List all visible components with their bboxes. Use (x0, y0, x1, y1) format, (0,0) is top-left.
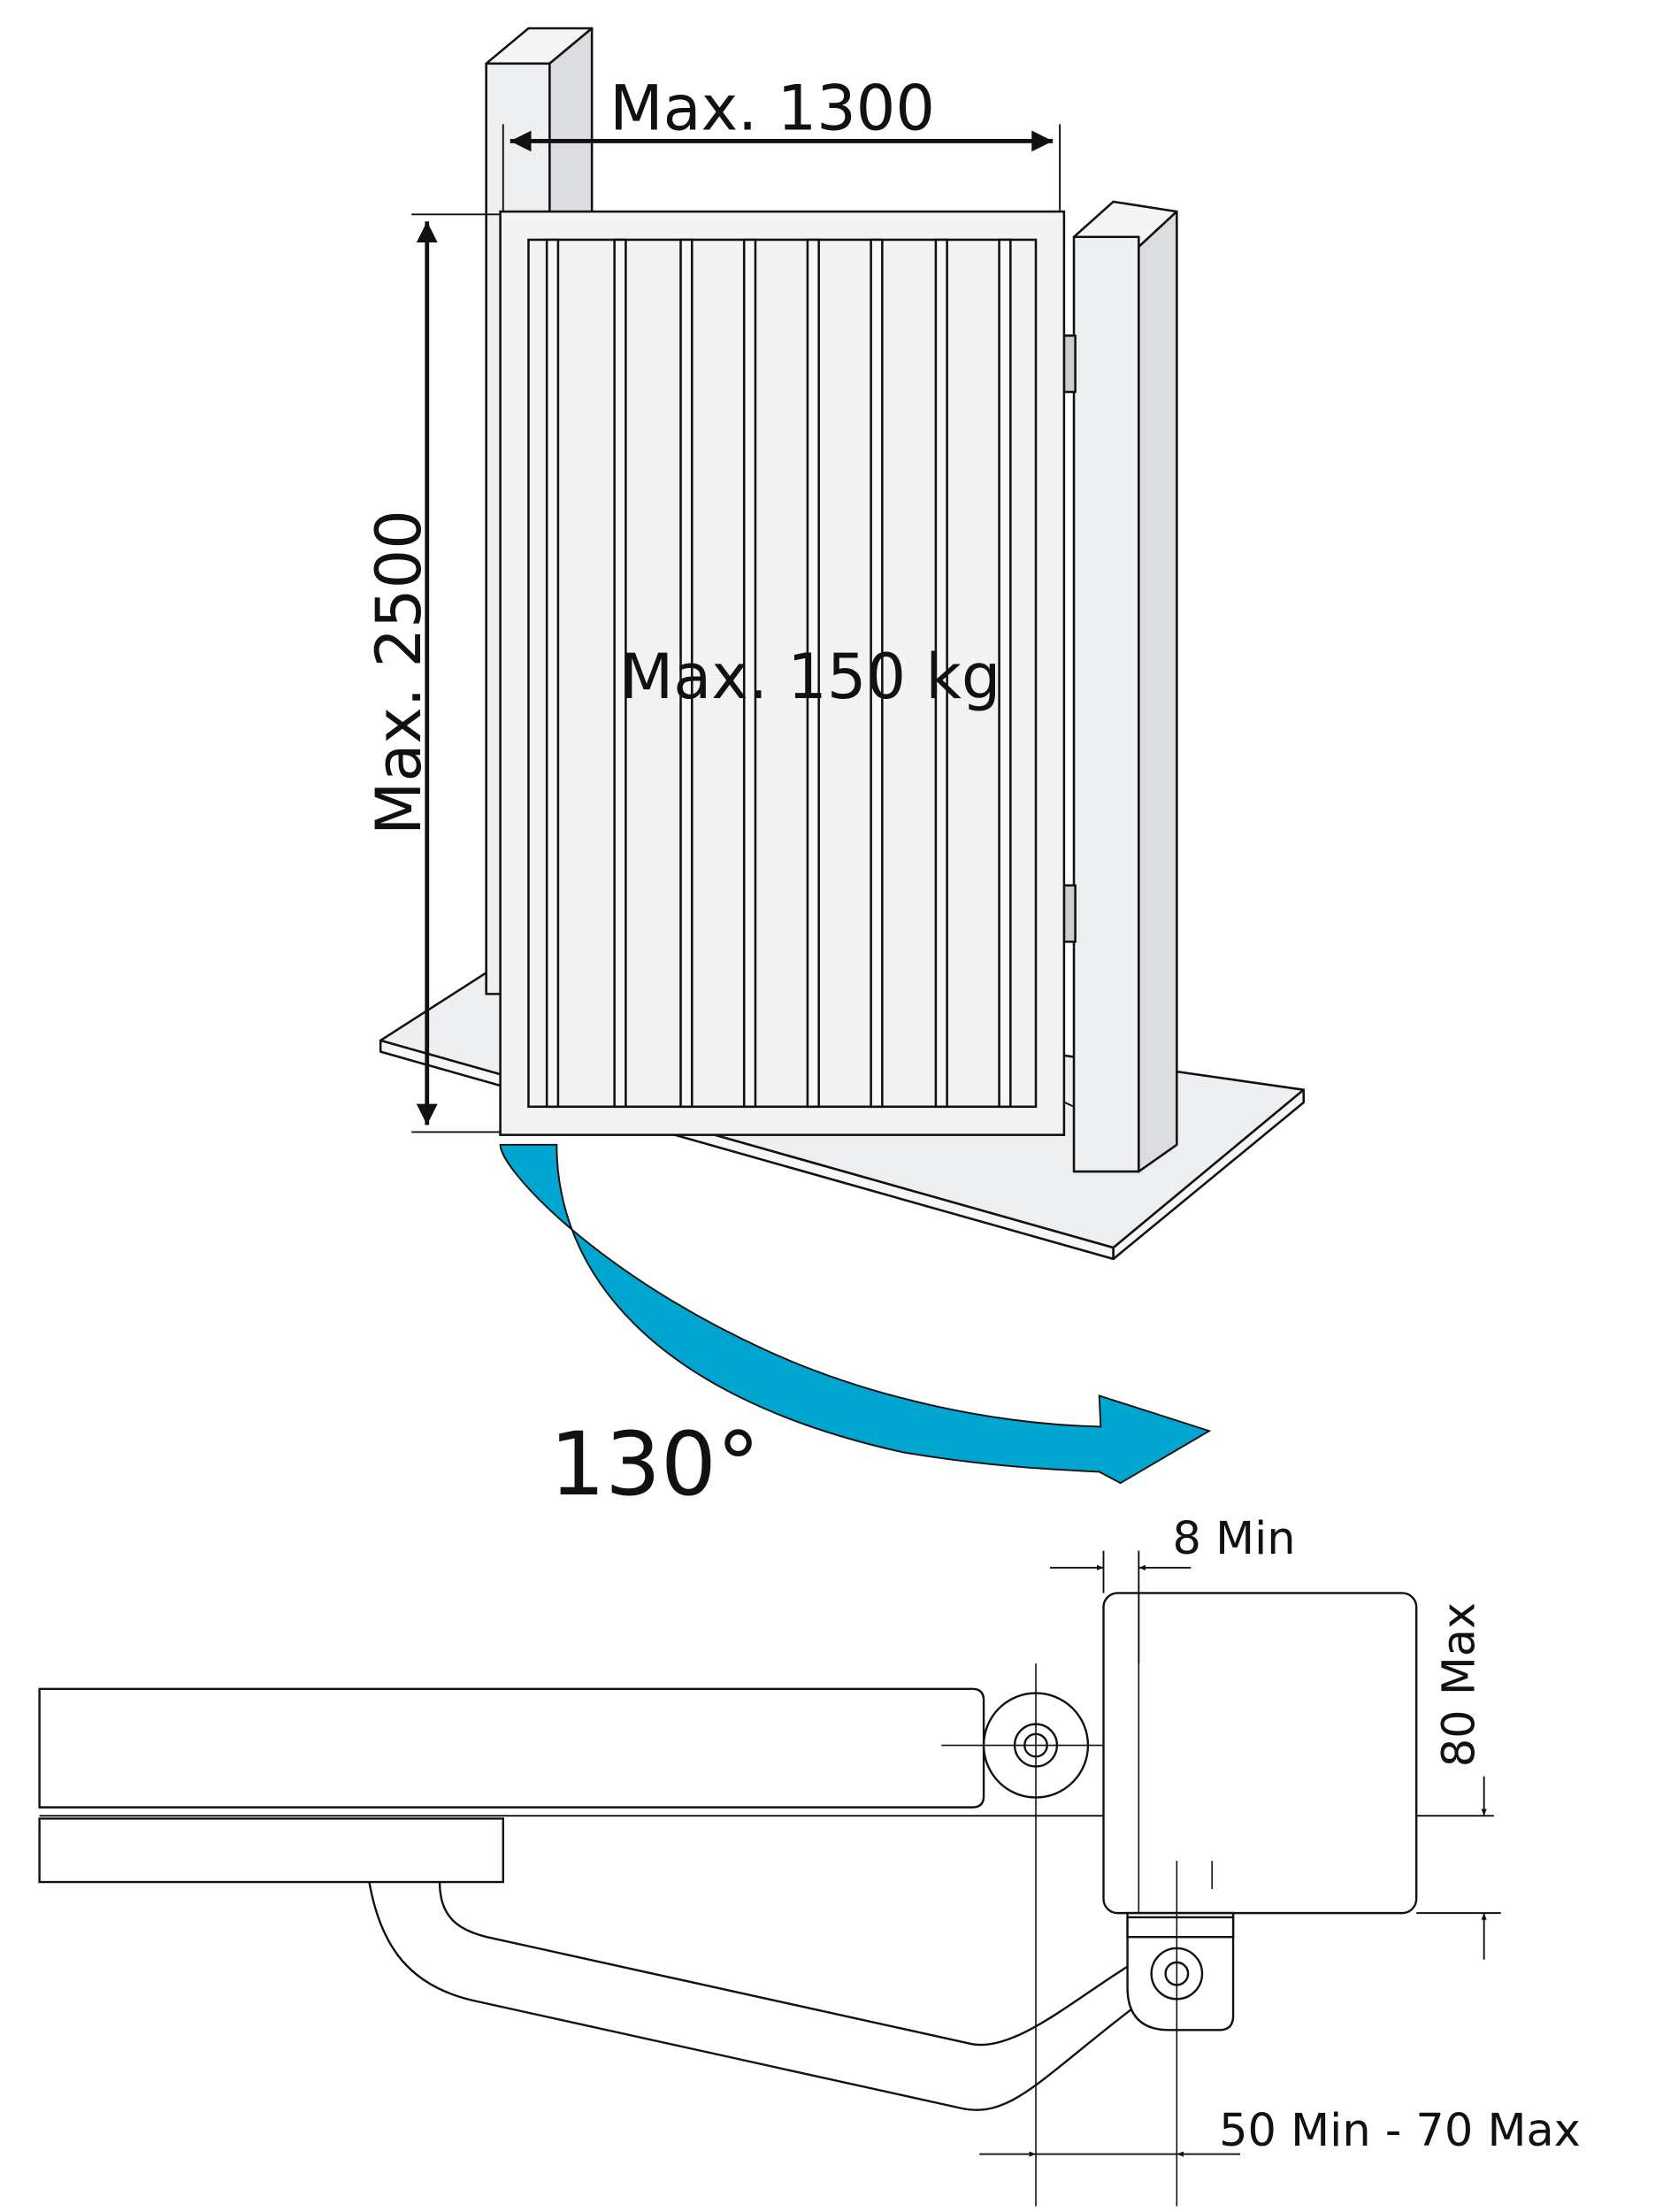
gate-bar (679, 238, 694, 1109)
swing-arrow (499, 1143, 1212, 1485)
gate-bar (998, 238, 1012, 1109)
height-dimension (411, 213, 501, 1133)
installation-detail (38, 1592, 1494, 2207)
right-post (1062, 200, 1178, 1173)
max-height-label: Max. 2500 (363, 510, 435, 835)
gate-bar (742, 238, 757, 1109)
gate-bar (870, 238, 884, 1109)
gate-bar (934, 238, 948, 1109)
detail-dimensions (979, 1550, 1501, 2157)
gate-leaf (499, 210, 1066, 1136)
arm-range-label: 50 Min - 70 Max (1219, 2105, 1581, 2157)
gate-bar (613, 238, 627, 1109)
gate-bar (545, 238, 560, 1109)
max-width-label: Max. 1300 (609, 73, 935, 145)
max-offset-label: 80 Max (1434, 1602, 1486, 1767)
max-weight-label: Max. 150 kg (620, 641, 1001, 713)
min-gap-label: 8 Min (1173, 1513, 1296, 1565)
width-dimension (502, 124, 1061, 212)
gate-bar (806, 238, 820, 1109)
opening-angle-label: 130° (549, 1414, 760, 1516)
